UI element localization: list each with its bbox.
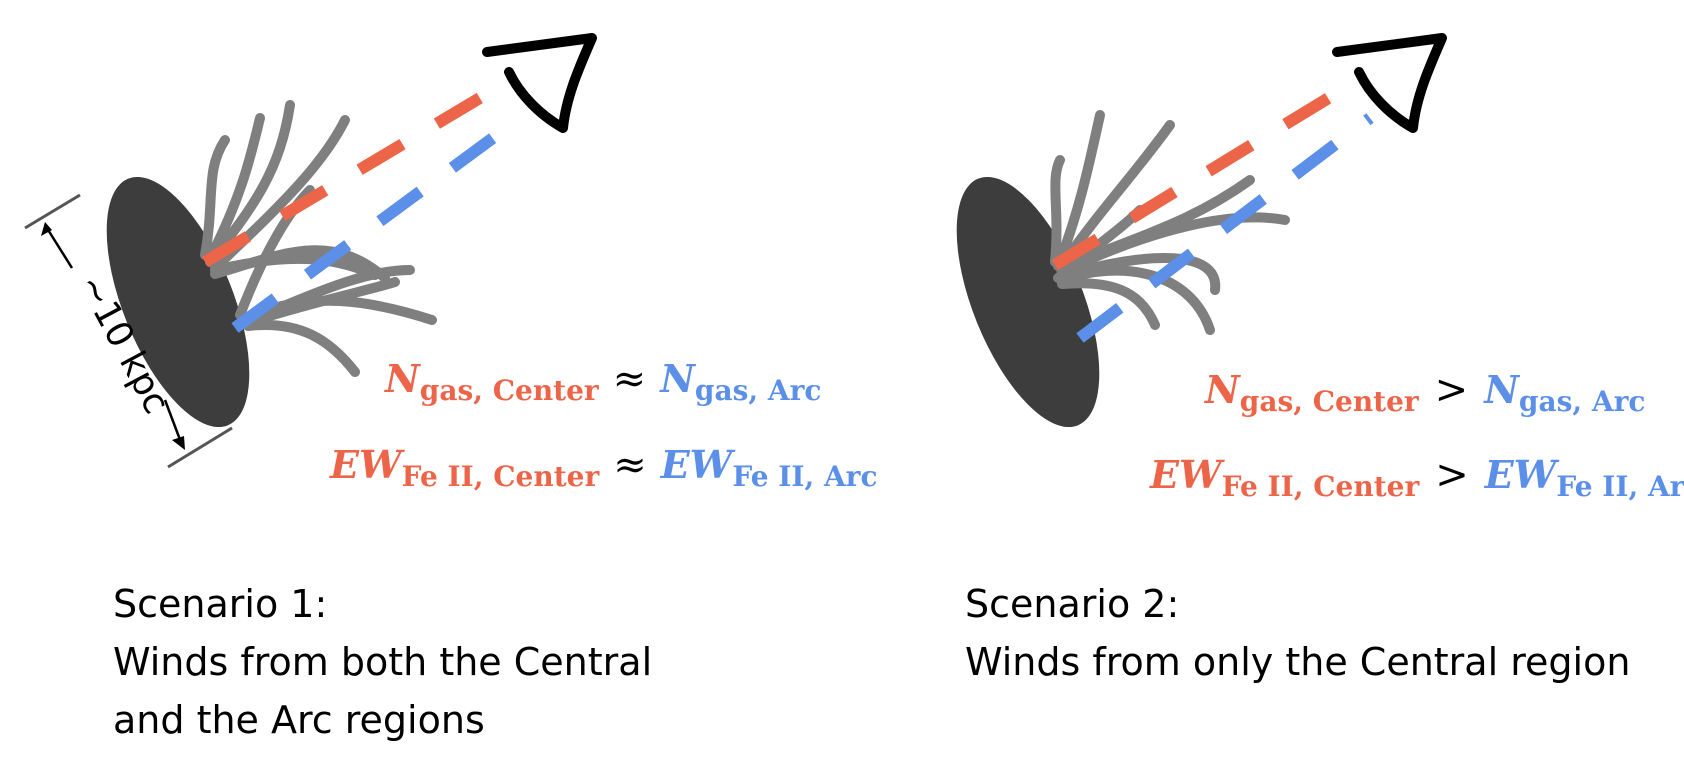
- wind-filaments-1: [200, 100, 437, 377]
- observer-eye-icon-1: [482, 33, 597, 133]
- scenario1-title: Scenario 1:: [113, 582, 327, 626]
- scenario1-panel: ~10 kpc Ngas, Center≈Ngas, Arc EWFe II, …: [24, 33, 878, 742]
- galaxy-disk-2: [956, 176, 1100, 428]
- scenario2-description: Winds from only the Central region: [965, 640, 1630, 684]
- scenario1-description-line2: and the Arc regions: [113, 698, 485, 742]
- sightline-arc-1: [231, 113, 524, 333]
- sightline-center-1: [201, 74, 514, 268]
- scenario2-title: Scenario 2:: [965, 582, 1179, 626]
- scenario1-ngas-relation: Ngas, Center≈Ngas, Arc: [384, 356, 821, 407]
- scenario1-description-line1: Winds from both the Central: [113, 640, 652, 684]
- sightline-arc-2: [1076, 113, 1374, 343]
- sightline-center-2: [1051, 74, 1362, 271]
- scenario1-ew-relation: EWFe II, Center≈EWFe II, Arc: [329, 442, 878, 493]
- scenario2-panel: Ngas, Center>Ngas, Arc EWFe II, Center>E…: [956, 33, 1684, 684]
- scenario2-ngas-relation: Ngas, Center>Ngas, Arc: [1204, 367, 1645, 418]
- scenario2-ew-relation: EWFe II, Center>EWFe II, Arc: [1149, 452, 1684, 503]
- observer-eye-icon-2: [1332, 33, 1447, 133]
- galaxy-disk-1: [106, 176, 250, 428]
